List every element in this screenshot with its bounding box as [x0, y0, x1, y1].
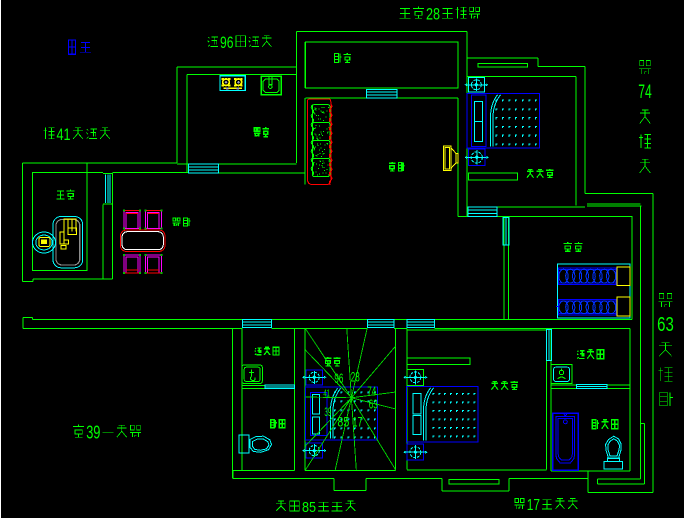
- svg-text:85: 85: [302, 499, 316, 516]
- svg-text:63: 63: [657, 314, 674, 336]
- svg-text:28: 28: [426, 5, 440, 24]
- svg-text:41: 41: [57, 125, 71, 144]
- svg-text:28: 28: [351, 369, 360, 385]
- svg-text:85: 85: [337, 414, 349, 430]
- svg-text:74: 74: [367, 385, 376, 399]
- svg-text:74: 74: [638, 81, 652, 103]
- svg-text:17: 17: [527, 497, 540, 514]
- svg-text:39: 39: [86, 423, 100, 443]
- svg-text:39: 39: [324, 405, 331, 419]
- svg-text:96: 96: [220, 33, 234, 52]
- svg-text:17: 17: [352, 414, 363, 430]
- svg-text:96: 96: [334, 370, 343, 386]
- svg-text:63: 63: [369, 398, 378, 412]
- svg-text:41: 41: [323, 389, 330, 400]
